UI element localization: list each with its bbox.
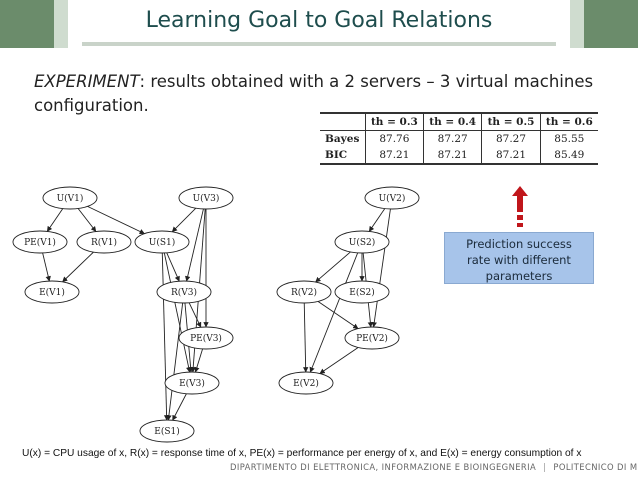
graph-node-rv2: R(V2) [276, 280, 332, 304]
graph-edge-us2-rv2 [315, 251, 351, 283]
graph-node-pev3: PE(V3) [178, 326, 234, 350]
graph-node-uv3: U(V3) [178, 186, 234, 210]
header-th-0.6: th = 0.6 [539, 112, 598, 131]
graph-node-us1: U(S1) [134, 230, 190, 254]
slide-title: Learning Goal to Goal Relations [145, 8, 493, 33]
table-cell: 87.76 [364, 130, 424, 147]
table-corner-cell [320, 112, 366, 131]
graph-node-label: E(S1) [154, 426, 179, 437]
graph-edge-rv3-es1 [166, 302, 184, 421]
graph-node-label: PE(V2) [356, 333, 388, 344]
experiment-label: EXPERIMENT [34, 72, 140, 91]
row-label: BIC [320, 147, 366, 165]
table-cell: 87.27 [481, 130, 541, 147]
graph-node-pev2: PE(V2) [344, 326, 400, 350]
row-label: Bayes [325, 133, 360, 145]
graph-node-label: PE(V3) [190, 333, 222, 344]
header-th-0.5: th = 0.5 [481, 112, 541, 131]
results-table-header: th = 0.3 th = 0.4 th = 0.5 th = 0.6 [320, 112, 598, 131]
graph-edge-rv3-pev3 [188, 302, 202, 328]
graph-node-label: U(V2) [379, 193, 406, 204]
graph-edge-ev3-es1 [172, 393, 187, 421]
table-cell: 85.49 [539, 147, 598, 165]
corner-decoration-left [0, 0, 68, 48]
variable-legend: U(x) = CPU usage of x, R(x) = response t… [22, 448, 582, 459]
graph-edge-us1-rv3 [166, 252, 180, 282]
graph-node-label: R(V3) [171, 287, 197, 298]
graph-edge-uv1-pev1 [46, 208, 64, 232]
header-th-0.3: th = 0.3 [364, 112, 424, 131]
graph-node-pev1: PE(V1) [12, 230, 68, 254]
footer-department: DIPARTIMENTO DI ELETTRONICA, INFORMAZION… [230, 462, 537, 472]
graph-node-uv1: U(V1) [42, 186, 98, 210]
title-underline [82, 42, 556, 46]
graph-edge-uv3-us1 [171, 207, 197, 233]
graph-node-rv3: R(V3) [156, 280, 212, 304]
arrow-up-icon [512, 186, 528, 227]
callout-line: parameters [485, 269, 553, 283]
goal-relations-graph: U(V1) U(V3) U(V2) PE(V1) R(V1) U(S1) U(S2) E(V1… [12, 186, 420, 443]
graph-edge-pev3-ev3 [194, 348, 204, 373]
footer-school: POLITECNICO DI MILANO [553, 462, 638, 472]
graph-edge-rv1-ev1 [62, 251, 94, 283]
graph-node-es1: E(S1) [139, 419, 195, 443]
graph-edge-uv3-rv3 [185, 208, 204, 282]
graph-edge-uv1-rv1 [77, 208, 97, 232]
experiment-description: EXPERIMENT: results obtained with a 2 se… [34, 70, 604, 118]
graph-edge-us1-ev3 [163, 252, 192, 373]
prediction-callout: Prediction success rate with different p… [444, 232, 594, 284]
graph-node-label: R(V2) [291, 287, 317, 298]
graph-node-rv1: R(V1) [76, 230, 132, 254]
graph-edge-rv2-ev2 [302, 302, 309, 373]
graph-node-label: E(V3) [179, 378, 205, 389]
results-table: th = 0.3 th = 0.4 th = 0.5 th = 0.6 Baye… [320, 112, 598, 165]
callout-line: rate with different [467, 253, 571, 267]
graph-node-label: E(V1) [39, 287, 65, 298]
graph-node-label: R(V1) [91, 237, 117, 248]
graph-edge-pev2-ev2 [319, 347, 359, 374]
table-row-bic: BIC 87.21 87.21 87.21 85.49 [320, 147, 598, 165]
graph-node-label: U(V3) [193, 193, 220, 204]
table-cell: 87.21 [423, 147, 482, 165]
table-cell: 87.27 [423, 130, 482, 147]
header-th-0.4: th = 0.4 [423, 112, 482, 131]
callout-line: Prediction success [466, 237, 572, 251]
graph-edge-us1-es1 [161, 252, 170, 421]
table-cell: 85.55 [539, 130, 598, 147]
footer-separator: | [543, 462, 547, 472]
graph-node-label: E(S2) [349, 287, 374, 298]
graph-edge-pev1-ev1 [42, 252, 51, 282]
graph-node-label: U(S1) [149, 237, 176, 248]
experiment-text: : results obtained with a 2 servers – 3 … [34, 72, 594, 115]
graph-edge-uv2-us2 [368, 208, 386, 232]
graph-edge-uv2-pev2 [371, 208, 391, 328]
graph-edge-uv1-us1 [87, 205, 145, 235]
graph-node-us2: U(S2) [334, 230, 390, 254]
graph-edge-rv2-pev2 [317, 301, 359, 329]
table-row-bayes: Bayes 87.76 87.27 87.27 85.55 [320, 130, 598, 147]
graph-node-ev1: E(V1) [24, 280, 80, 304]
graph-node-ev3: E(V3) [164, 371, 220, 395]
corner-decoration-right [570, 0, 638, 48]
graph-node-ev2: E(V2) [278, 371, 334, 395]
table-cell: 87.21 [481, 147, 541, 165]
graph-node-uv2: U(V2) [364, 186, 420, 210]
graph-node-label: PE(V1) [24, 237, 56, 248]
footer: DIPARTIMENTO DI ELETTRONICA, INFORMAZION… [230, 462, 638, 472]
graph-node-label: U(V1) [57, 193, 84, 204]
graph-node-label: U(S2) [349, 237, 376, 248]
table-cell: 87.21 [364, 147, 424, 165]
graph-node-label: E(V2) [293, 378, 319, 389]
graph-node-es2: E(S2) [334, 280, 390, 304]
